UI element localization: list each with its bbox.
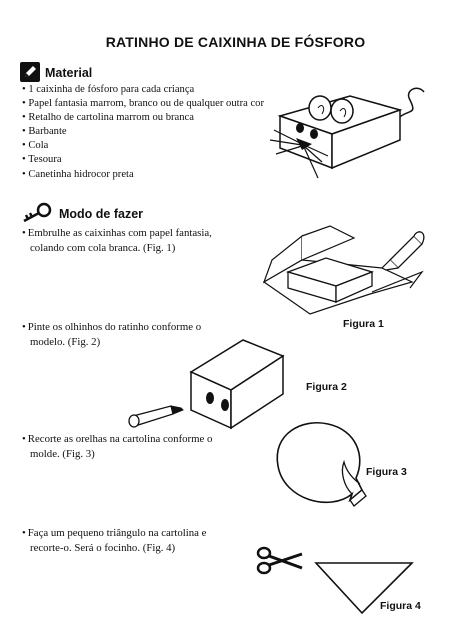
- figure-1-illustration: [262, 225, 425, 315]
- figure-3-illustration: [276, 422, 367, 507]
- list-item: Papel fantasia marrom, branco ou de qual…: [22, 97, 322, 111]
- figure-3-label: Figura 3: [366, 466, 407, 478]
- list-item: Barbante: [22, 125, 322, 139]
- step-2-line-1: Pinte os olhinhos do ratinho conforme o: [27, 321, 202, 333]
- step-1-line-1: Embrulhe as caixinhas com papel fantasia…: [27, 227, 212, 239]
- step-1: •Embrulhe as caixinhas com papel fantasi…: [22, 226, 242, 255]
- figure-4-triangle: [314, 562, 414, 615]
- step-2: •Pinte os olhinhos do ratinho conforme o…: [22, 320, 254, 349]
- list-item: Retalho de cartolina marrom ou branca: [22, 111, 322, 125]
- list-item: Cola: [22, 139, 322, 153]
- figure-1-label: Figura 1: [343, 318, 384, 330]
- step-4: •Faça um pequeno triângulo na cartolina …: [22, 526, 254, 555]
- figure-4-label: Figura 4: [380, 600, 421, 612]
- step-2-line-2: modelo. (Fig. 2): [30, 335, 101, 348]
- step-1-line-2: colando com cola branca. (Fig. 1): [30, 241, 176, 254]
- mouse-illustration: [269, 87, 425, 179]
- step-3-line-1: Recorte as orelhas na cartolina conforme…: [27, 433, 213, 445]
- key-icon: [23, 202, 52, 223]
- pencil-icon: [20, 62, 40, 82]
- step-3-line-2: molde. (Fig. 3): [30, 447, 95, 460]
- page-title: RATINHO DE CAIXINHA DE FÓSFORO: [105, 34, 366, 50]
- list-item: 1 caixinha de fósforo para cada criança: [22, 83, 322, 97]
- figure-2-illustration: [128, 339, 285, 430]
- step-4-line-2: recorte-o. Será o focinho. (Fig. 4): [30, 541, 176, 554]
- material-list: 1 caixinha de fósforo para cada criança …: [22, 83, 322, 182]
- step-3: •Recorte as orelhas na cartolina conform…: [22, 432, 254, 461]
- scissors-icon: [256, 546, 303, 575]
- modo-heading: Modo de fazer: [59, 207, 144, 221]
- list-item: Tesoura: [22, 153, 322, 167]
- figure-2-label: Figura 2: [306, 381, 347, 393]
- step-4-line-1: Faça um pequeno triângulo na cartolina e: [27, 527, 207, 539]
- material-heading: Material: [45, 66, 93, 80]
- list-item: Canetinha hidrocor preta: [22, 168, 322, 182]
